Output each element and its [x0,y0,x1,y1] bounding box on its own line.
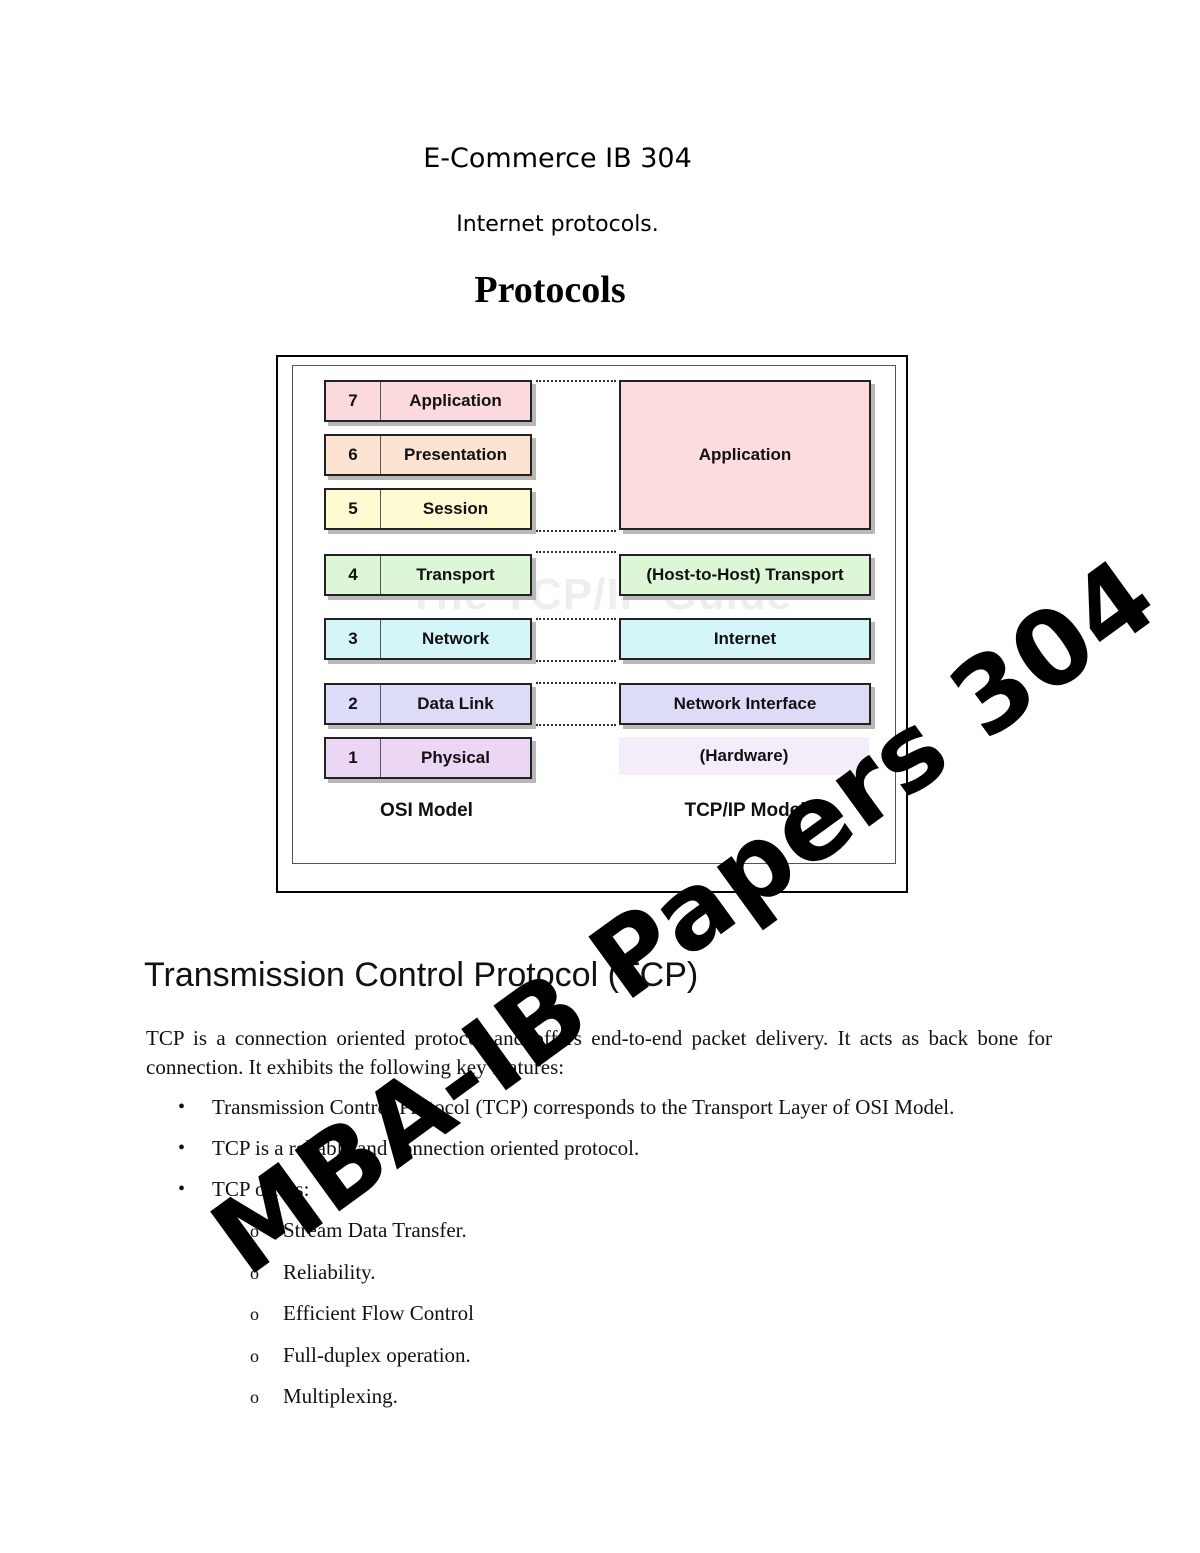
layer-number: 6 [326,436,381,474]
osi-model-label: OSI Model [380,800,473,821]
bullet-icon: • [178,1137,186,1159]
tcpip-layer-network-interface: Network Interface [619,683,871,725]
layer-connector [536,724,616,726]
layer-connector [536,380,616,382]
osi-layer-network: 3 Network [324,618,532,660]
list-item: o Stream Data Transfer. [250,1216,474,1258]
layer-connector [536,618,616,620]
figure-inner-frame [292,365,896,864]
list-item-text: Stream Data Transfer. [283,1218,467,1242]
tcpip-layer-hardware: (Hardware) [619,737,869,775]
list-item: o Full-duplex operation. [250,1341,474,1383]
list-item: • Transmission Control Protocol (TCP) cor… [146,1093,1066,1134]
layer-number: 7 [326,382,381,420]
layer-name: Network [421,629,490,648]
tcp-section-heading: Transmission Control Protocol (TCP) [144,956,699,994]
layer-connector [536,660,616,662]
list-item-text: Full-duplex operation. [283,1342,471,1367]
list-item: o Multiplexing. [250,1382,474,1424]
layer-number: 2 [326,685,381,723]
list-item-text: Multiplexing. [283,1384,398,1408]
layer-connector [536,530,616,532]
list-item-text: TCP is a reliable and connection oriente… [212,1136,640,1160]
osi-layer-application: 7 Application [324,380,532,422]
list-item: • TCP is a reliable and connection orient… [146,1134,1066,1175]
circle-bullet-icon: o [250,1345,259,1366]
layer-name: Application [409,391,502,410]
list-item: • TCP offers: [146,1175,1066,1216]
osi-layer-transport: 4 Transport [324,554,532,596]
list-item: o Reliability. [250,1258,474,1300]
osi-layer-presentation: 6 Presentation [324,434,532,476]
layer-name: Physical [421,748,490,767]
tcpip-layer-application: Application [619,380,871,530]
layer-name: Data Link [417,694,494,713]
layer-name: Session [422,499,489,518]
osi-layer-session: 5 Session [324,488,532,530]
tcp-feature-list: • Transmission Control Protocol (TCP) cor… [146,1093,1066,1216]
tcpip-layer-internet: Internet [619,618,871,660]
osi-layer-physical: 1 Physical [324,737,532,779]
tcpip-model-label: TCP/IP Model [684,800,806,821]
layer-number: 5 [326,490,381,528]
circle-bullet-icon: o [250,1387,259,1407]
layer-name: Presentation [404,445,507,464]
tcpip-layer-transport: (Host-to-Host) Transport [619,554,871,596]
tcp-intro-paragraph: TCP is a connection oriented protocol an… [146,1026,1052,1079]
layer-connector [536,551,616,553]
document-subtitle: Internet protocols. [456,212,659,237]
course-title: E-Commerce IB 304 [423,143,692,174]
list-item-text: Reliability. [283,1259,376,1284]
list-item-text: TCP offers: [212,1177,310,1201]
bullet-icon: • [178,1178,186,1200]
list-item-text: Transmission Control Protocol (TCP) corr… [212,1095,955,1119]
layer-name: Transport [416,565,495,584]
osi-layer-data-link: 2 Data Link [324,683,532,725]
layer-connector [536,682,616,684]
circle-bullet-icon: o [250,1262,259,1283]
section-heading-protocols: Protocols [474,269,626,311]
layer-number: 4 [326,556,381,594]
list-item: o Efficient Flow Control [250,1299,474,1341]
layer-number: 3 [326,620,381,658]
bullet-icon: • [178,1096,186,1118]
circle-bullet-icon: o [250,1304,259,1324]
list-item-text: Efficient Flow Control [283,1301,474,1325]
layer-number: 1 [326,739,381,777]
circle-bullet-icon: o [250,1221,259,1241]
